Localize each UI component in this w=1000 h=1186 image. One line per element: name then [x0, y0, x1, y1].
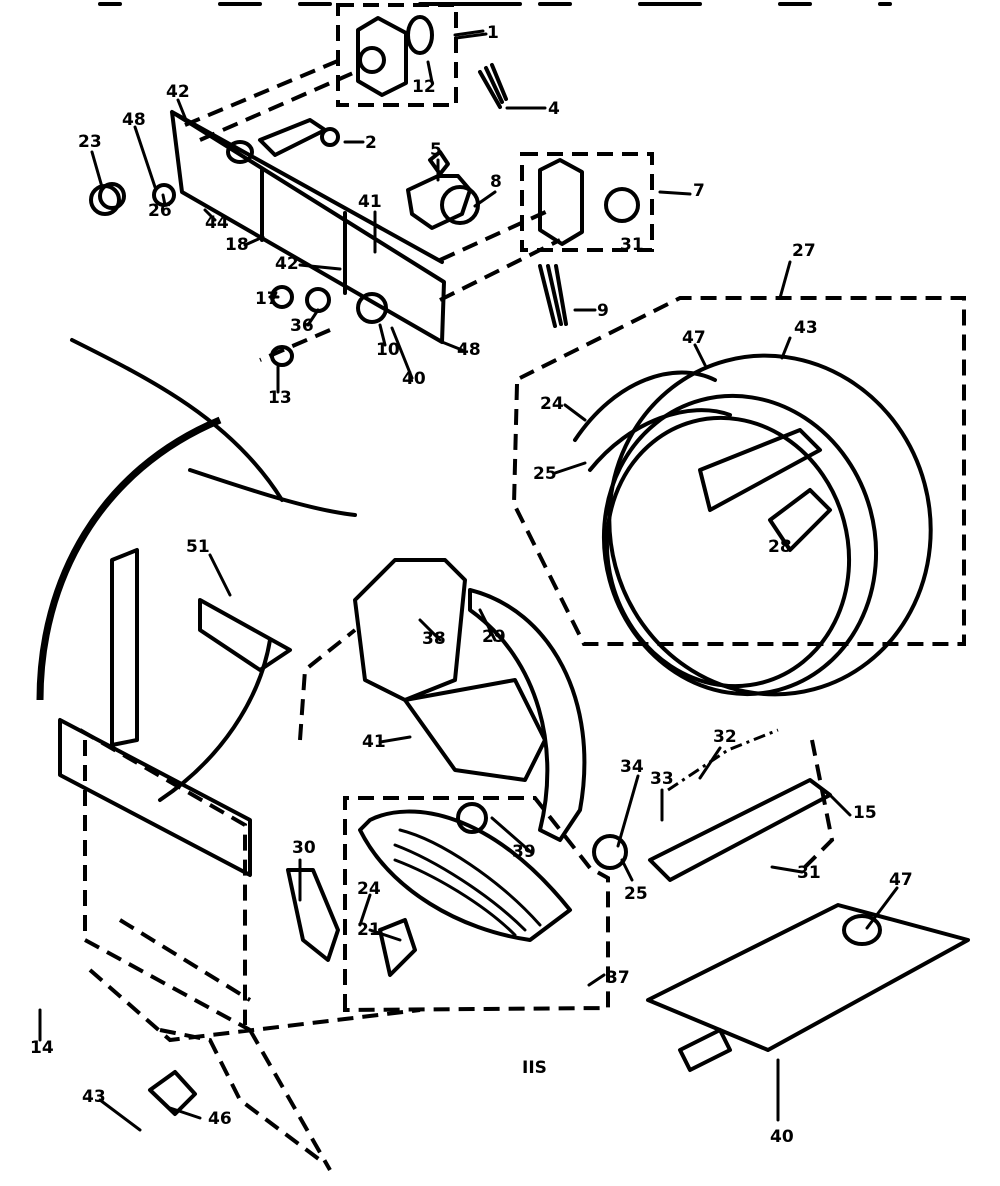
- callout: 17: [255, 289, 279, 309]
- callout: 43: [82, 1087, 106, 1107]
- callout: 27: [792, 241, 816, 261]
- callout-labels: 1 12 4 42 48 2 23 26 44 18 5 8 7 31 27 4…: [30, 23, 913, 1147]
- callout: 25: [533, 464, 557, 484]
- callout: 23: [78, 132, 102, 152]
- callout: 48: [122, 110, 146, 130]
- callout: 37: [606, 968, 630, 988]
- callout: 39: [512, 842, 536, 862]
- door-assembly: [58, 548, 421, 1171]
- callout: 30: [292, 838, 316, 858]
- callout: 7: [693, 181, 705, 201]
- callout: 24: [357, 879, 381, 899]
- callout: 8: [490, 172, 502, 192]
- callout: 48: [457, 340, 481, 360]
- drum-assembly: [511, 296, 966, 697]
- callout: 24: [540, 394, 564, 414]
- figure-code: IIS: [522, 1058, 547, 1078]
- callout: 41: [358, 192, 382, 212]
- callout: 44: [205, 213, 229, 233]
- callout: 31: [620, 235, 644, 255]
- cabinet-edge: [188, 468, 357, 517]
- callout: 40: [402, 369, 426, 389]
- callout: 47: [682, 328, 706, 348]
- timer-knob-group: [336, 3, 488, 107]
- callout: 1: [487, 23, 499, 43]
- callout: 38: [422, 629, 446, 649]
- callout: 43: [794, 318, 818, 338]
- callout: 18: [225, 235, 249, 255]
- selector-switch-group: [520, 152, 654, 328]
- control-panel: [89, 58, 561, 367]
- callout: 10: [376, 340, 400, 360]
- callout: 5: [430, 140, 442, 160]
- front-bulkhead: [298, 558, 587, 842]
- leader-lines: [38, 29, 899, 1132]
- cabinet-curve: [36, 416, 222, 701]
- callout: 9: [597, 301, 609, 321]
- callout: 28: [768, 537, 792, 557]
- callout: 32: [713, 727, 737, 747]
- callout: 14: [30, 1038, 54, 1058]
- callout: 33: [650, 769, 674, 789]
- callout: 42: [166, 82, 190, 102]
- callout: 51: [186, 537, 210, 557]
- callout: 46: [208, 1109, 232, 1129]
- callout: 26: [148, 201, 172, 221]
- callout: 42: [275, 254, 299, 274]
- callout: 4: [548, 99, 560, 119]
- callout: 13: [268, 388, 292, 408]
- callout: 40: [770, 1127, 794, 1147]
- callout: 47: [889, 870, 913, 890]
- callout: 12: [412, 77, 436, 97]
- callout: 25: [624, 884, 648, 904]
- callout: 34: [620, 757, 644, 777]
- cabinet-top-edge: [70, 338, 284, 502]
- callout: 36: [290, 316, 314, 336]
- callout: 41: [362, 732, 386, 752]
- lint-filter-housing: [286, 796, 610, 1013]
- callout: 15: [853, 803, 877, 823]
- callout: 31: [797, 863, 821, 883]
- callout: 2: [365, 133, 377, 153]
